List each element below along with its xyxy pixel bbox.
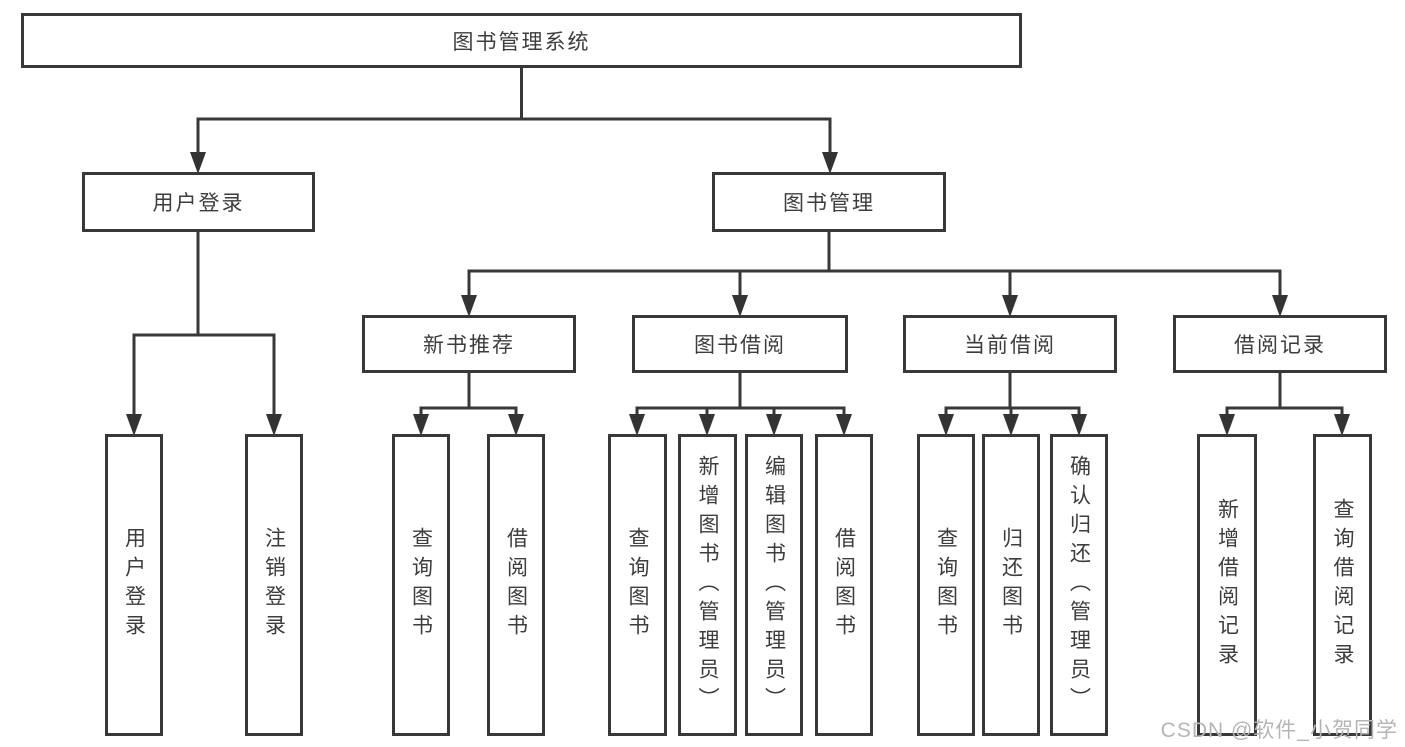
arrow-down-icons-newbook [413,414,524,436]
node-current-borrowing: 当前借阅 [903,315,1117,373]
leaf-add-borrow-record: 新增借阅记录 [1197,434,1257,736]
node-label: 当前借阅 [964,334,1056,357]
arrow-down-icons-level3 [461,295,1288,317]
node-label: 用户登录 [152,192,245,215]
connector-bookmgmt-to-level3 [467,230,1282,305]
leaf-borrow-books: 借阅图书 [815,434,873,736]
node-book-management: 图书管理 [712,172,946,232]
leaf-add-books-admin: 新增图书（管理员） [678,434,737,736]
arrow-down-icons-level2 [190,152,838,174]
node-label: 借阅图书 [832,527,856,643]
arrow-down-icons-userlogin [126,414,282,436]
leaf-query-books-recommend: 查询图书 [392,434,450,736]
leaf-confirm-return-admin: 确认归还（管理员） [1050,434,1108,736]
leaf-query-borrow-record: 查询借阅记录 [1313,434,1372,736]
arrow-down-icons-current [938,414,1087,436]
leaf-borrow-books-recommend: 借阅图书 [487,434,545,736]
leaf-edit-books-admin: 编辑图书（管理员） [745,434,803,736]
node-label: 编辑图书（管理员） [762,454,786,716]
node-label: 新增图书（管理员） [696,454,719,716]
node-label: 归还图书 [999,527,1023,643]
node-label: 查询图书 [409,527,433,643]
node-library-management-system: 图书管理系统 [21,13,1022,68]
connector-newbook-to-leaves [419,371,518,424]
node-label: 图书管理系统 [452,30,591,54]
node-label: 查询图书 [626,527,649,643]
node-label: 注销登录 [262,527,286,643]
leaf-user-login: 用户登录 [105,434,163,736]
node-label: 图书借阅 [694,334,786,357]
leaf-logout: 注销登录 [245,434,303,736]
arrow-down-icons-borrowing [629,414,852,436]
node-label: 查询图书 [934,527,958,643]
node-borrowing-records: 借阅记录 [1173,315,1387,373]
connector-root-to-level2 [196,66,832,162]
node-label: 借阅图书 [504,527,528,643]
arrow-down-icons-records [1219,414,1350,436]
node-book-borrowing: 图书借阅 [632,315,848,373]
node-user-login: 用户登录 [82,172,315,232]
node-label: 新增借阅记录 [1215,498,1239,672]
node-label: 借阅记录 [1234,334,1326,357]
csdn-watermark: CSDN @软件_小贺同学 [1160,719,1398,742]
node-label: 新书推荐 [423,334,515,357]
node-label: 查询借阅记录 [1331,498,1354,672]
connector-records-to-leaves [1225,371,1344,424]
node-label: 确认归还（管理员） [1067,454,1091,716]
node-label: 用户登录 [122,527,146,643]
connector-userlogin-to-leaves [132,230,276,424]
connector-borrowing-to-leaves [635,371,846,424]
leaf-query-books-borrowing: 查询图书 [608,434,667,736]
node-new-book-recommendation: 新书推荐 [362,315,576,373]
leaf-return-books: 归还图书 [982,434,1040,736]
leaf-query-books-current: 查询图书 [917,434,975,736]
node-label: 图书管理 [783,192,875,215]
